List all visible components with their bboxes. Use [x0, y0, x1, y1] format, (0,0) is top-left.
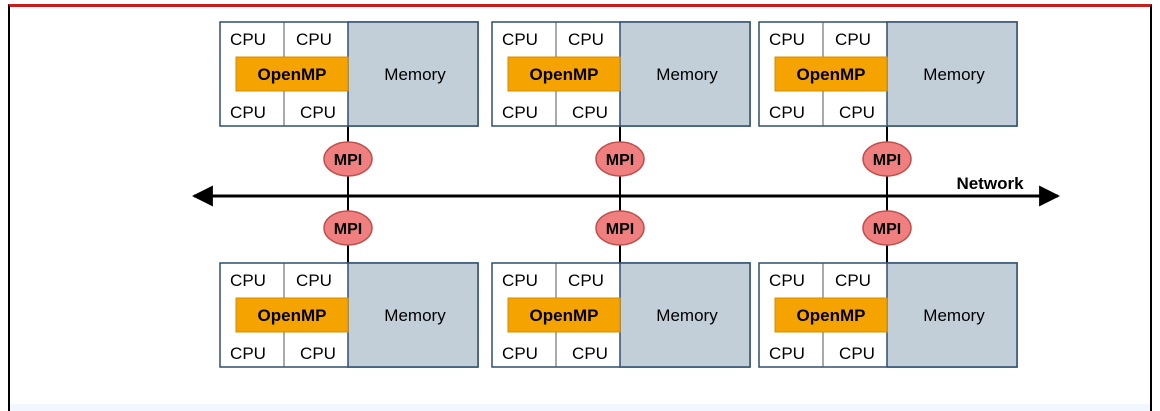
mpi-label: MPI	[606, 152, 634, 169]
memory-label: Memory	[923, 65, 985, 84]
mpi-node	[862, 210, 912, 246]
openmp-label: OpenMP	[258, 306, 327, 325]
cpu-label: CPU	[296, 271, 332, 290]
mpi-node	[862, 141, 912, 177]
cpu-label: CPU	[839, 103, 875, 122]
openmp-label: OpenMP	[530, 306, 599, 325]
compute-node: Memory OpenMP CPU CPU CPU CPU MPI	[491, 21, 751, 196]
openmp-label: OpenMP	[797, 306, 866, 325]
memory-block	[619, 21, 751, 127]
openmp-label: OpenMP	[797, 65, 866, 84]
memory-label: Memory	[384, 306, 446, 325]
cpu-label: CPU	[230, 344, 266, 363]
memory-block	[347, 21, 479, 127]
mpi-node	[323, 141, 373, 177]
cpu-label: CPU	[230, 271, 266, 290]
cpu-label: CPU	[835, 30, 871, 49]
cpu-label: CPU	[769, 30, 805, 49]
openmp-label: OpenMP	[530, 65, 599, 84]
memory-block	[347, 262, 479, 368]
network-label: Network	[956, 174, 1024, 193]
cpu-label: CPU	[300, 103, 336, 122]
cpu-label: CPU	[769, 271, 805, 290]
mpi-label: MPI	[873, 221, 901, 238]
cpu-label: CPU	[230, 30, 266, 49]
memory-label: Memory	[384, 65, 446, 84]
memory-block	[886, 21, 1018, 127]
memory-label: Memory	[656, 65, 718, 84]
cpu-label: CPU	[300, 344, 336, 363]
openmp-bar	[507, 297, 621, 333]
openmp-bar	[507, 56, 621, 92]
cpu-label: CPU	[769, 103, 805, 122]
mpi-node	[595, 210, 645, 246]
mpi-node	[323, 210, 373, 246]
compute-node: Memory OpenMP CPU CPU CPU CPU MPI	[758, 21, 1018, 196]
mpi-label: MPI	[334, 221, 362, 238]
bottom-strip	[10, 404, 1150, 411]
cpu-label: CPU	[568, 271, 604, 290]
openmp-bar	[235, 56, 349, 92]
mpi-label: MPI	[606, 221, 634, 238]
mpi-node	[595, 141, 645, 177]
openmp-label: OpenMP	[258, 65, 327, 84]
cpu-label: CPU	[230, 103, 266, 122]
cpu-label: CPU	[502, 103, 538, 122]
cpu-label: CPU	[769, 344, 805, 363]
compute-node: Memory OpenMP CPU CPU CPU CPU MPI	[219, 196, 479, 368]
cpu-label: CPU	[296, 30, 332, 49]
cpu-label: CPU	[502, 30, 538, 49]
openmp-bar	[774, 297, 888, 333]
cpu-label: CPU	[835, 271, 871, 290]
mpi-label: MPI	[873, 152, 901, 169]
memory-block	[619, 262, 751, 368]
openmp-bar	[235, 297, 349, 333]
cpu-label: CPU	[839, 344, 875, 363]
cpu-label: CPU	[502, 344, 538, 363]
memory-label: Memory	[923, 306, 985, 325]
compute-node: Memory OpenMP CPU CPU CPU CPU MPI	[491, 196, 751, 368]
cpu-label: CPU	[572, 103, 608, 122]
openmp-bar	[774, 56, 888, 92]
cpu-label: CPU	[572, 344, 608, 363]
cpu-label: CPU	[568, 30, 604, 49]
compute-node: Memory OpenMP CPU CPU CPU CPU MPI	[219, 21, 479, 196]
compute-node: Memory OpenMP CPU CPU CPU CPU MPI	[758, 196, 1018, 368]
cpu-label: CPU	[502, 271, 538, 290]
mpi-label: MPI	[334, 152, 362, 169]
memory-label: Memory	[656, 306, 718, 325]
